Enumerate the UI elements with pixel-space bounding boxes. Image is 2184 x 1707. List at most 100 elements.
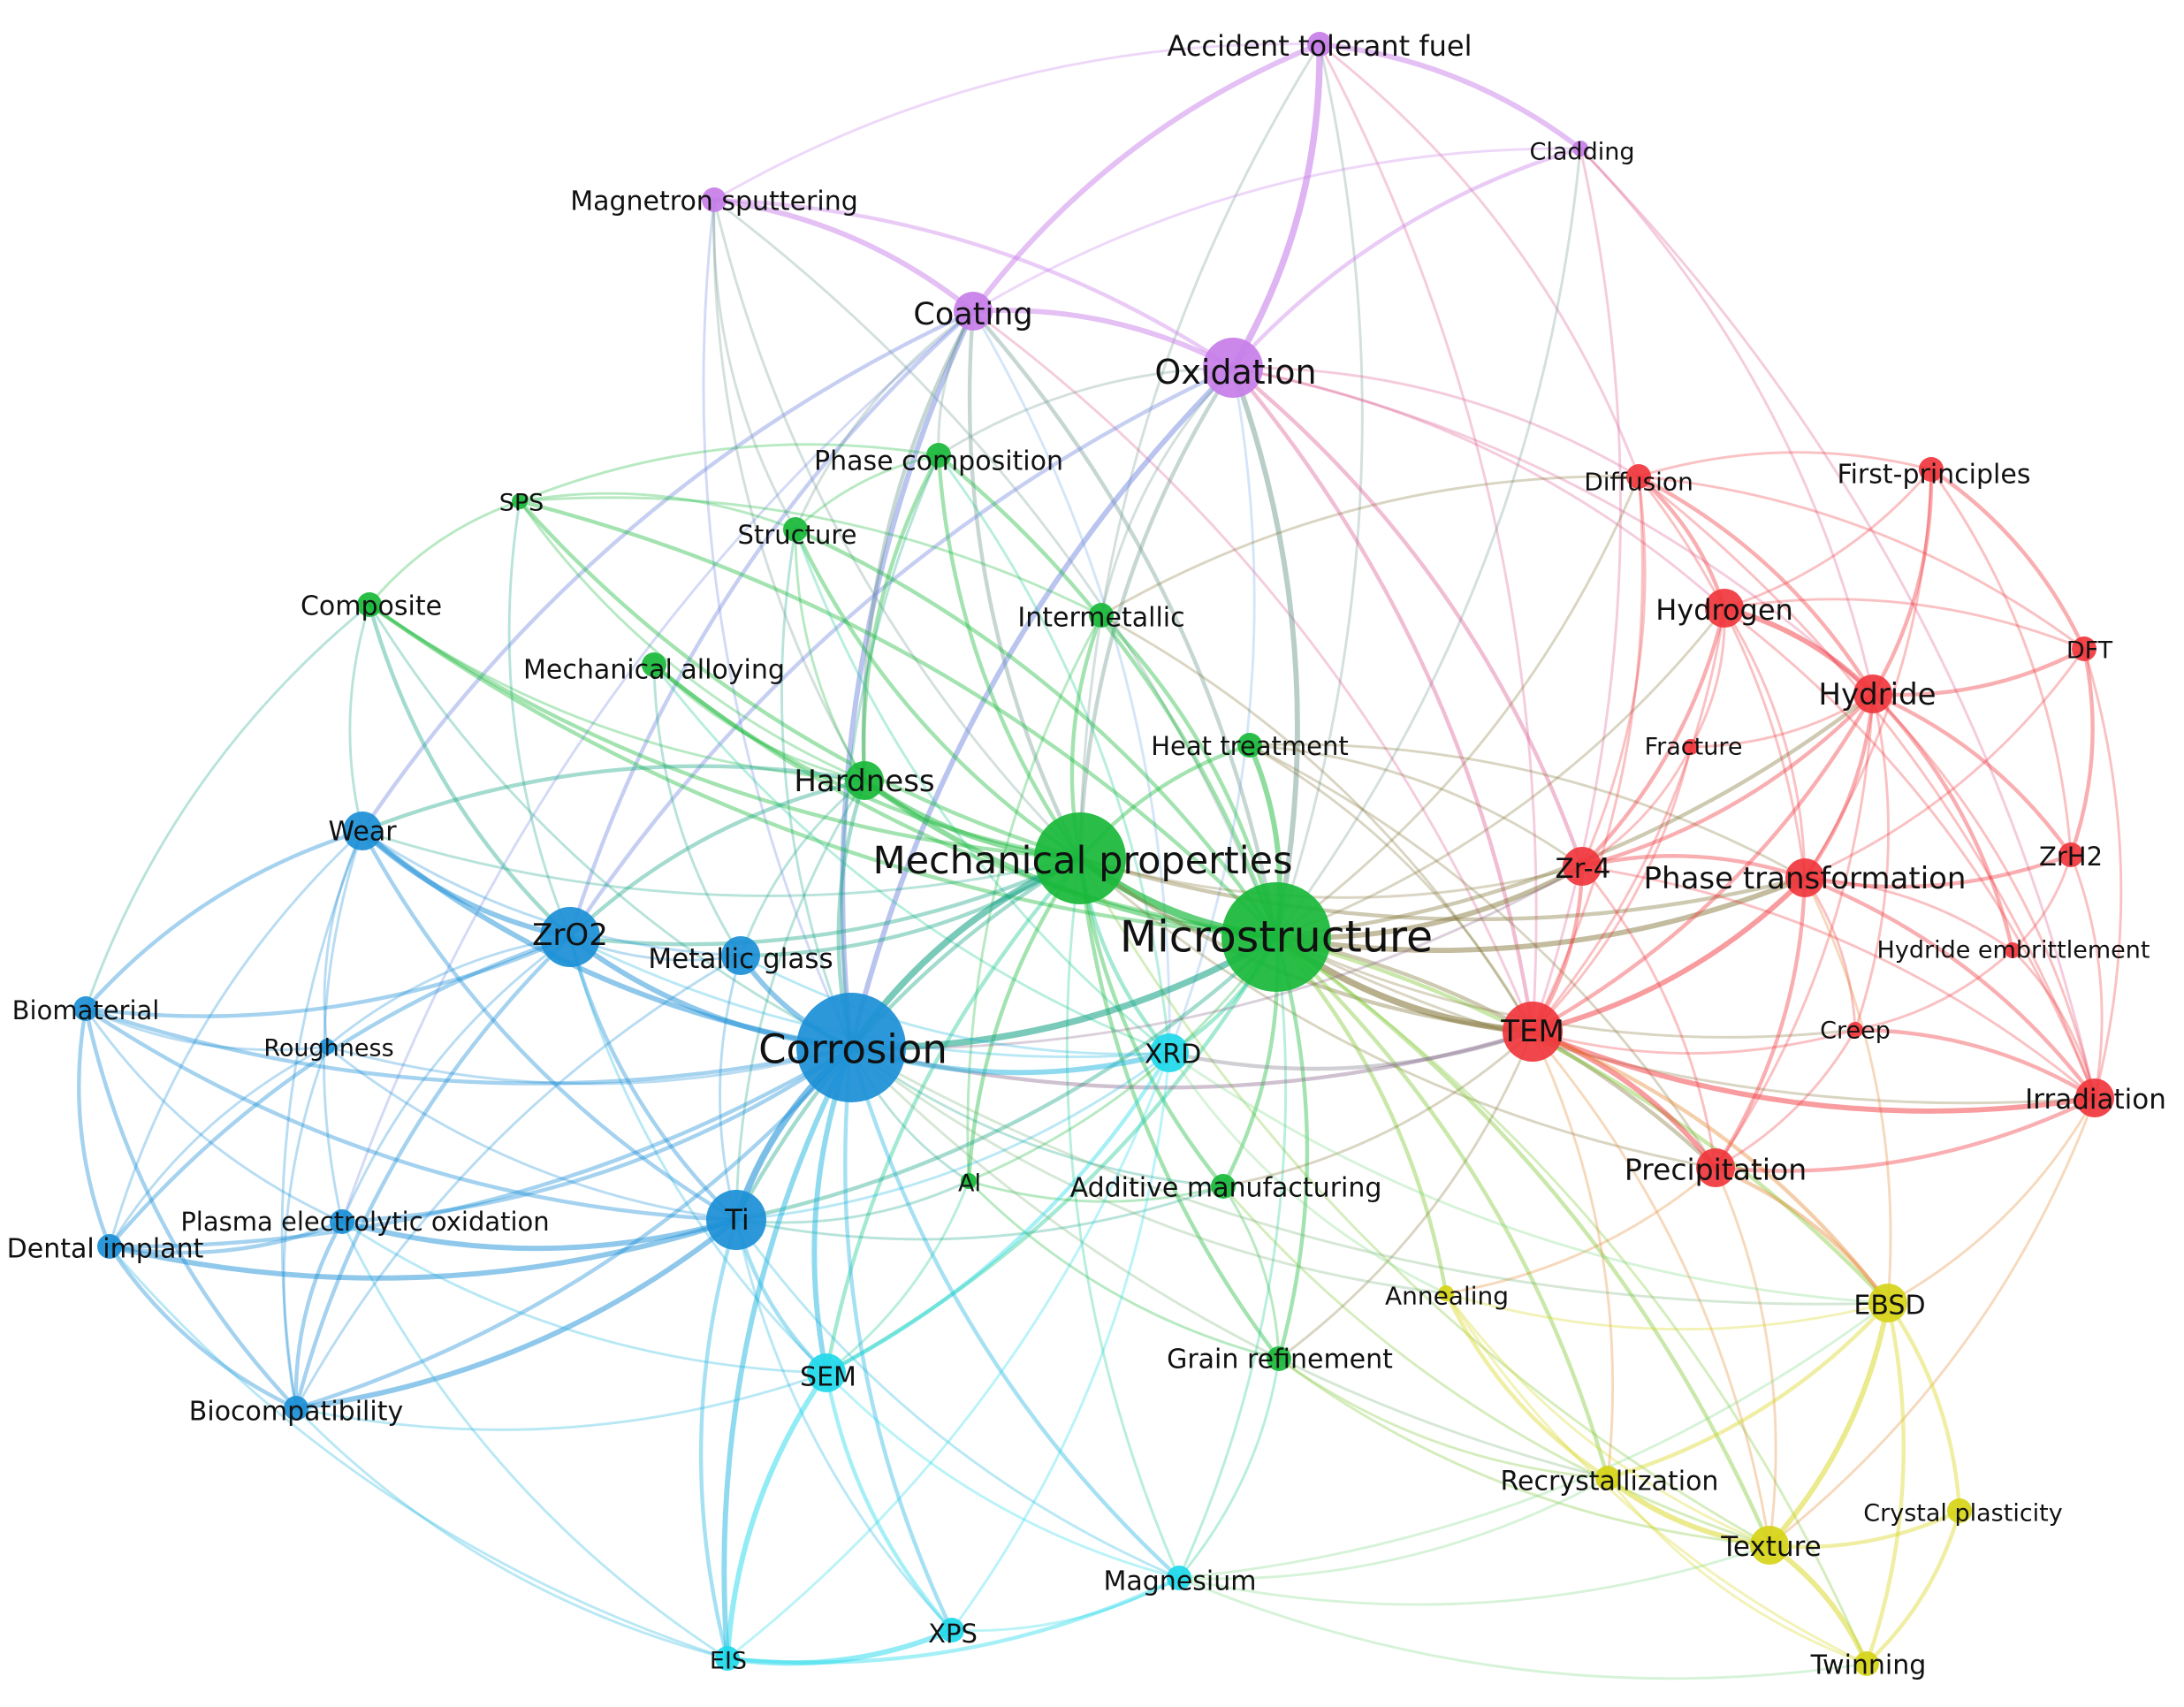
node-magnetron[interactable] <box>702 187 727 212</box>
node-phasecomp[interactable] <box>926 443 951 468</box>
node-xrd[interactable] <box>1150 1033 1189 1072</box>
node-corrosion[interactable] <box>796 993 906 1102</box>
node-creep[interactable] <box>1847 1022 1863 1038</box>
node-label-wear: Wear <box>328 817 397 848</box>
node-label-firstprin: First-principles <box>1838 460 2031 491</box>
node-hydrogen[interactable] <box>1705 589 1744 628</box>
node-intermetallic[interactable] <box>1089 603 1114 628</box>
node-dft[interactable] <box>2072 636 2096 661</box>
node-eis[interactable] <box>715 1646 740 1671</box>
node-heattreat[interactable] <box>1237 733 1262 758</box>
edge-mechprop-addman <box>1077 856 1226 1189</box>
edge-micro-phasetrans <box>1274 875 1807 953</box>
node-label-fracture: Fracture <box>1645 734 1743 761</box>
node-zro2[interactable] <box>540 907 600 967</box>
node-wear[interactable] <box>343 812 382 850</box>
node-atf[interactable] <box>1307 32 1332 57</box>
node-irradiation[interactable] <box>2075 1078 2114 1117</box>
node-addman[interactable] <box>1211 1174 1236 1199</box>
edge-xrd-annealing <box>1168 1051 1448 1295</box>
node-ti[interactable] <box>706 1190 766 1250</box>
node-zr4[interactable] <box>1563 847 1602 886</box>
edge-corrosion-recryst <box>849 1046 1609 1480</box>
edge-biomaterial-corrosion <box>83 1006 854 1086</box>
node-metglass[interactable] <box>721 936 760 975</box>
node-al[interactable] <box>961 1173 977 1189</box>
edge-xps-magnesium <box>950 1576 1181 1632</box>
node-fracture[interactable] <box>1683 739 1699 755</box>
edge-biocompat-sem <box>294 1371 828 1431</box>
node-xps[interactable] <box>940 1618 964 1642</box>
edge-wear-metglass <box>361 829 742 957</box>
node-mechalloy[interactable] <box>642 652 666 677</box>
node-hardness[interactable] <box>845 761 884 800</box>
node-biomaterial[interactable] <box>73 996 98 1021</box>
node-coating[interactable] <box>954 292 993 331</box>
node-label-mechalloy: Mechanical alloying <box>523 655 785 686</box>
node-hydride[interactable] <box>1853 674 1892 713</box>
node-hydemb[interactable] <box>2005 942 2020 958</box>
edge-hydride-zrh2 <box>1870 691 2074 857</box>
edge-corrosion-xps <box>843 1045 955 1633</box>
node-structure[interactable] <box>783 517 808 542</box>
edge-hydride-precip <box>1714 692 1875 1170</box>
node-firstprin[interactable] <box>1919 457 1944 482</box>
edge-zr4-irradiation <box>1580 865 2096 1100</box>
edge-roughness-corrosion <box>325 1045 853 1086</box>
edge-sem-magnesium <box>825 1371 1181 1580</box>
edge-sps-hardness <box>518 499 866 782</box>
edge-cladding-tem <box>1531 147 1622 1033</box>
edge-composite-wear <box>348 603 371 833</box>
node-annealing[interactable] <box>1438 1285 1454 1301</box>
node-sps[interactable] <box>512 493 528 509</box>
edge-wear-ti <box>360 828 739 1223</box>
node-magnesium[interactable] <box>1167 1566 1191 1590</box>
node-micro[interactable] <box>1221 882 1331 992</box>
node-precip[interactable] <box>1696 1148 1735 1187</box>
edge-wear-zro2 <box>360 828 573 940</box>
edge-structure-micro <box>793 527 1279 940</box>
node-label-atf: Accident tolerant fuel <box>1168 29 1472 63</box>
node-phasetrans[interactable] <box>1785 858 1824 897</box>
node-grainref[interactable] <box>1267 1346 1291 1371</box>
node-cladding[interactable] <box>1572 141 1588 156</box>
node-dental[interactable] <box>97 1234 122 1259</box>
edge-corrosion-addman <box>849 1046 1225 1188</box>
edge-ti-xps <box>734 1218 954 1632</box>
edge-coating-structure <box>794 309 975 531</box>
edge-coating-oxidation <box>970 308 1236 370</box>
node-ebsd[interactable] <box>1868 1284 1907 1322</box>
node-twinning[interactable] <box>1854 1651 1879 1676</box>
edge-phasecomp-hardness <box>861 453 941 783</box>
edge-hydrogen-zr4 <box>1579 606 1727 869</box>
node-label-mechprop: Mechanical properties <box>872 839 1292 883</box>
node-crystplast[interactable] <box>1947 1498 1972 1523</box>
edge-dft-zrh2 <box>2068 646 2095 857</box>
node-recryst[interactable] <box>1595 1466 1620 1490</box>
node-label-crystplast: Crystal plasticity <box>1863 1500 2062 1528</box>
edge-oxidation-phasecomp <box>937 366 1235 457</box>
edge-recryst-texture <box>1605 1475 1772 1548</box>
node-texture[interactable] <box>1750 1526 1789 1565</box>
node-sem[interactable] <box>807 1353 846 1392</box>
edge-phasetrans-tem <box>1530 875 1807 1034</box>
edge-phasecomp-micro <box>936 453 1279 940</box>
edge-phasetrans-zrh2 <box>1802 852 2074 889</box>
node-zrh2[interactable] <box>2058 842 2083 867</box>
edge-firstprin-zrh2 <box>1929 468 2073 857</box>
edge-coating-wear <box>360 309 976 834</box>
edge-ebsd-twinning <box>1864 1300 1906 1666</box>
node-roughness[interactable] <box>319 1039 335 1055</box>
node-biocompat[interactable] <box>284 1396 308 1421</box>
node-mechprop[interactable] <box>1034 812 1126 904</box>
node-oxidation[interactable] <box>1203 338 1263 398</box>
node-label-addman: Additive manufacturing <box>1070 1173 1382 1204</box>
edge-mechprop-precip <box>1078 857 1717 1170</box>
node-peo[interactable] <box>330 1209 354 1234</box>
edge-magnesium-recryst <box>1177 1476 1609 1581</box>
edge-roughness-biocompat <box>282 1045 329 1410</box>
node-diffusion[interactable] <box>1626 464 1651 489</box>
edge-xrd-ebsd <box>1168 1051 1890 1305</box>
node-tem[interactable] <box>1503 1002 1563 1062</box>
node-composite[interactable] <box>357 592 382 617</box>
